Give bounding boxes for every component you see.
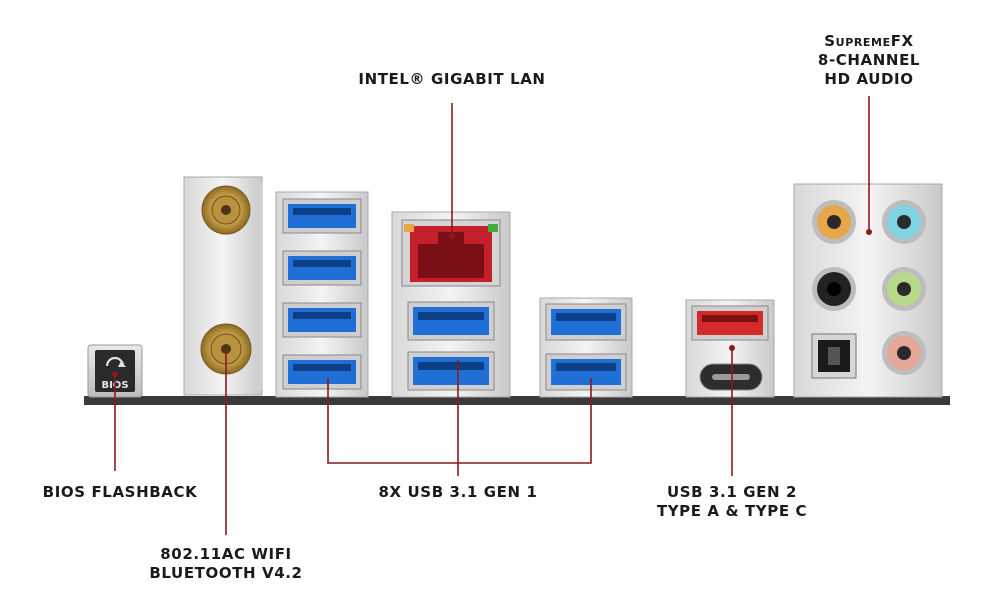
label-usb-gen2: USB 3.1 GEN 2 TYPE A & TYPE C [656, 483, 808, 520]
lan-usb-block [391, 211, 511, 398]
usb-type-a-port[interactable] [691, 305, 769, 341]
ethernet-port[interactable] [401, 219, 501, 287]
leader-line-usb-gen1 [327, 378, 592, 464]
audio-jack-orange[interactable] [812, 200, 856, 244]
label-usb-gen1: 8X USB 3.1 GEN 1 [378, 483, 538, 501]
audio-jack-cyan[interactable] [882, 200, 926, 244]
label-bios-flashback: BIOS FLASHBACK [42, 483, 198, 501]
io-shield-base [84, 396, 950, 405]
audio-jack-block [793, 183, 943, 398]
optical-spdif-port[interactable] [811, 333, 857, 379]
usb-gen1-stack-2 [539, 297, 633, 398]
usb-port[interactable] [282, 354, 362, 390]
audio-jack-black[interactable] [812, 267, 856, 311]
usb-type-c-port[interactable] [699, 363, 763, 391]
antenna-connector-top[interactable] [201, 185, 251, 235]
label-wifi: 802.11AC WIFI BLUETOOTH V4.2 [149, 545, 303, 582]
usb-port[interactable] [407, 351, 495, 391]
label-audio: SupremeFX 8-CHANNEL HD AUDIO [817, 32, 921, 88]
leader-dot [449, 233, 455, 239]
leader-dot [866, 229, 872, 235]
usb-port[interactable] [282, 302, 362, 338]
wifi-antenna-bracket [183, 176, 263, 396]
usb-gen1-stack-4 [275, 191, 369, 398]
leader-dot [112, 371, 118, 377]
label-intel-lan: INTEL® GIGABIT LAN [358, 70, 546, 88]
antenna-connector-bottom[interactable] [200, 323, 252, 375]
usb-port[interactable] [282, 250, 362, 286]
audio-jack-green[interactable] [882, 267, 926, 311]
usb-port[interactable] [545, 353, 627, 391]
usb-port[interactable] [282, 198, 362, 234]
leader-dot [729, 345, 735, 351]
audio-jack-pink[interactable] [882, 331, 926, 375]
usb-port[interactable] [407, 301, 495, 341]
usb-port[interactable] [545, 303, 627, 341]
